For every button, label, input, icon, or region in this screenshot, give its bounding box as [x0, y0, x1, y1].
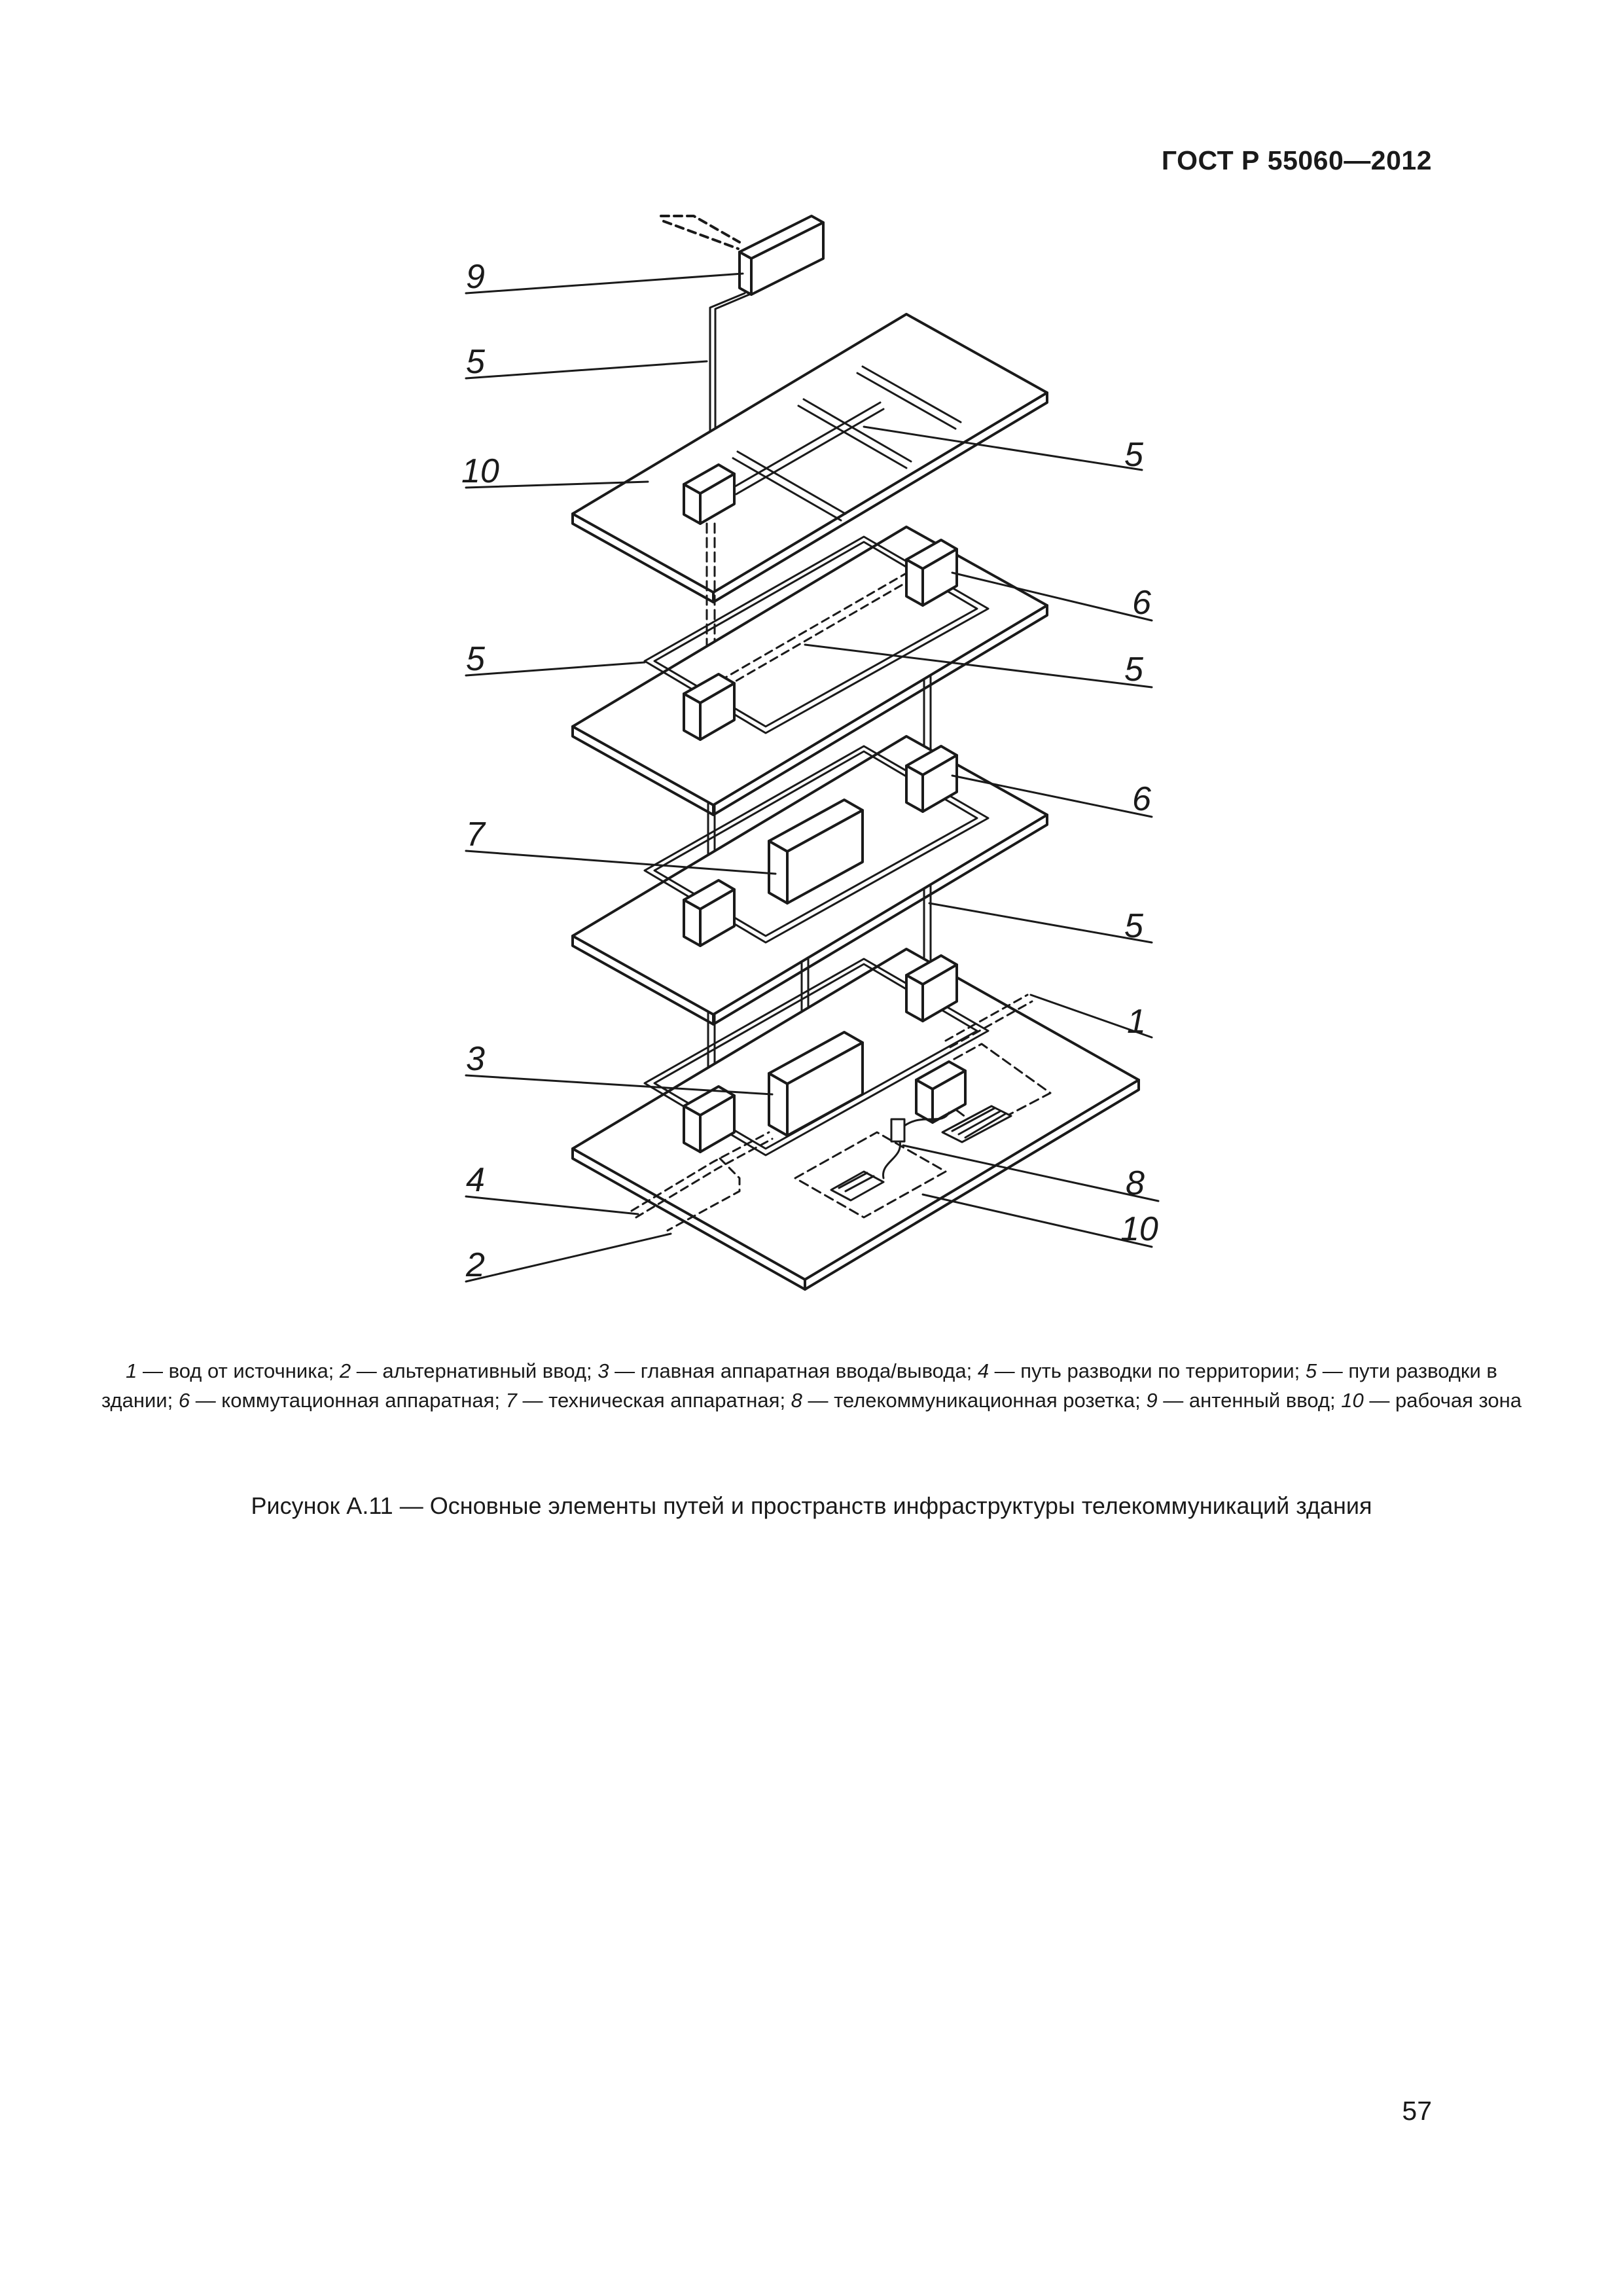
ground-closet-left	[683, 1085, 736, 1153]
keyboard-icon	[941, 1105, 1012, 1143]
legend-item: 5 — пути разводки в здании;	[101, 1359, 1497, 1412]
label-3: 3	[466, 1040, 485, 1078]
work-area-outlines	[794, 1043, 1052, 1219]
campus-pathway	[630, 994, 1033, 1232]
ground-level-plate	[571, 948, 1140, 1291]
label-7: 7	[466, 816, 486, 853]
label-6-upper: 6	[1132, 584, 1151, 622]
label-9: 9	[466, 258, 485, 296]
main-equipment-room	[768, 1031, 864, 1137]
roof-level-plate	[571, 313, 1048, 603]
label-6-lower: 6	[1132, 780, 1151, 818]
legend-item: 3 — главная аппаратная ввода/вывода;	[597, 1359, 978, 1382]
document-code: ГОСТ Р 55060—2012	[1161, 145, 1432, 175]
label-5-level2: 5	[466, 640, 486, 678]
label-5-antenna: 5	[466, 343, 486, 381]
label-5-backbone: 5	[1124, 651, 1144, 689]
equipment-room	[768, 798, 864, 905]
figure-legend: 1 — вод от источника; 2 — альтернативный…	[98, 1356, 1525, 1415]
workstation-monitor	[915, 1060, 967, 1124]
antenna-box	[660, 215, 825, 296]
telecom-outlet	[882, 1111, 950, 1179]
legend-item: 7 — техническая аппаратная;	[505, 1389, 791, 1412]
legend-item: 2 — альтернативный ввод;	[339, 1359, 598, 1382]
label-10-roof: 10	[461, 452, 499, 490]
label-1: 1	[1127, 1003, 1146, 1041]
legend-item: 9 — антенный ввод;	[1146, 1389, 1342, 1412]
legend-item: 10 — рабочая зона	[1341, 1389, 1522, 1412]
label-5-roof: 5	[1124, 436, 1144, 474]
level2-backbone	[719, 568, 919, 689]
roof-closet	[683, 463, 736, 525]
telecom-infrastructure-diagram: 9 5 10 5 6 5 5 6 7 5 1 3 4 8 10 2	[461, 215, 1160, 1291]
leader-lines	[465, 272, 1160, 1283]
label-10-work-area: 10	[1120, 1210, 1158, 1248]
label-5-riser: 5	[1124, 907, 1144, 945]
label-2: 2	[465, 1246, 485, 1284]
legend-item: 1 — вод от источника;	[126, 1359, 340, 1382]
page-number: 57	[1402, 2096, 1432, 2126]
legend-item: 8 — телекоммуникационная розетка;	[791, 1389, 1147, 1412]
level2-closet-right	[905, 539, 958, 607]
level3-closet-left	[683, 879, 736, 947]
level3-closet-right	[905, 745, 958, 813]
figure-caption: Рисунок А.11 — Основные элементы путей и…	[251, 1492, 1372, 1519]
legend-item: 4 — путь разводки по территории;	[977, 1359, 1306, 1382]
label-8: 8	[1126, 1164, 1145, 1202]
level2-plate	[571, 526, 1048, 816]
keyboard-icon	[830, 1170, 885, 1202]
legend-item: 6 — коммутационная аппаратная;	[178, 1389, 506, 1412]
level2-closet-left	[683, 673, 736, 741]
ground-closet-right	[905, 954, 958, 1022]
label-4: 4	[466, 1161, 485, 1199]
antenna-riser	[709, 292, 746, 473]
roof-pathways	[732, 365, 962, 522]
